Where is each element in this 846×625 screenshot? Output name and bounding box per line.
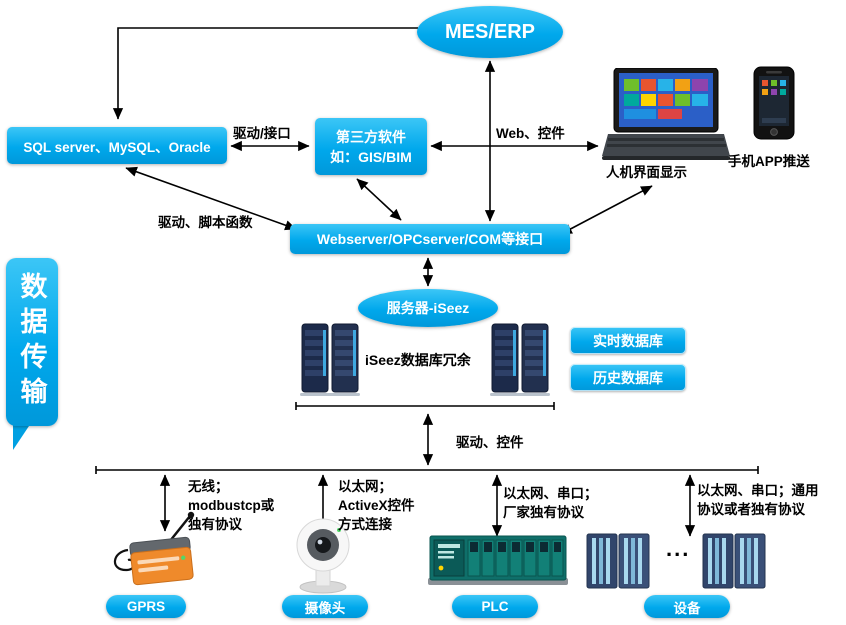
camera-line3: 方式连接 xyxy=(338,517,392,532)
wireless-line3: 独有协议 xyxy=(188,517,242,532)
tower-left-group xyxy=(300,323,360,396)
label-drive-interface: 驱动/接口 xyxy=(233,126,291,141)
wireless-line2: modbustcp或 xyxy=(188,498,275,513)
label-equipment-protocol: 以太网、串口；通用 协议或者独有协议 xyxy=(697,481,819,519)
server-iseez-label: 服务器-iSeez xyxy=(386,300,470,316)
label-web-control: Web、控件 xyxy=(496,126,565,141)
equipment-racks-icon xyxy=(586,533,766,589)
phone-icon xyxy=(753,66,795,140)
device-bus-line xyxy=(95,466,759,474)
node-server-iseez: 服务器-iSeez xyxy=(358,289,498,327)
banner-label: 数据传输 xyxy=(16,272,47,412)
camera-line1: 以太网； xyxy=(338,479,392,494)
webserver-label: Webserver/OPCserver/COM等接口 xyxy=(316,231,544,247)
edge-hmi-webserver xyxy=(560,185,653,235)
label-hmi-display: 人机界面显示 xyxy=(606,165,687,180)
equipment-pill-text: 设备 xyxy=(673,600,701,616)
tower-right-group xyxy=(490,323,550,396)
label-iseez-db-redundancy: iSeez数据库冗余 xyxy=(365,352,471,368)
label-phone-app-push: 手机APP推送 xyxy=(728,154,810,169)
gprs-device-icon xyxy=(113,511,195,586)
history-db-label: 历史数据库 xyxy=(593,369,663,386)
camera-icon xyxy=(296,518,350,594)
banner-data-transmission: 数据传输 xyxy=(6,258,58,426)
equipment-right-cluster xyxy=(702,533,766,589)
node-realtime-database: 实时数据库 xyxy=(570,327,686,354)
label-pill-gprs: GPRS xyxy=(106,595,186,618)
laptop-icon xyxy=(602,68,730,160)
mes-erp-label: MES/ERP xyxy=(444,20,536,43)
plc-icon xyxy=(428,535,568,585)
plc-pill-text: PLC xyxy=(481,599,509,614)
edge-thirdparty-webserver xyxy=(356,178,402,221)
camera-pill-text: 摄像头 xyxy=(304,600,346,616)
server-baseline xyxy=(295,402,555,410)
wireless-line1: 无线； xyxy=(188,479,229,494)
camera-line2: ActiveX控件 xyxy=(338,498,415,513)
third-party-line2: 如：GIS/BIM xyxy=(330,148,412,165)
plc-line1: 以太网、串口； xyxy=(503,486,598,501)
equip-line2: 协议或者独有协议 xyxy=(697,502,805,517)
node-mes-erp: MES/ERP xyxy=(417,6,563,58)
equipment-left-cluster xyxy=(586,533,650,589)
label-pill-camera: 摄像头 xyxy=(282,595,368,618)
label-drive-script: 驱动、脚本函数 xyxy=(158,215,253,230)
edge-mes-to-sql xyxy=(112,27,418,120)
realtime-db-label: 实时数据库 xyxy=(593,332,663,349)
third-party-line1: 第三方软件 xyxy=(336,128,406,145)
plc-line2: 厂家独有协议 xyxy=(503,505,584,520)
label-wireless-protocol: 无线； modbustcp或 独有协议 xyxy=(188,477,274,534)
node-history-database: 历史数据库 xyxy=(570,364,686,391)
gprs-pill-text: GPRS xyxy=(126,599,166,614)
server-towers-icon xyxy=(300,323,550,396)
sql-label: SQL server、MySQL、Oracle xyxy=(23,139,211,155)
edge-sql-webserver xyxy=(125,166,297,231)
banner-tail-shape xyxy=(13,420,33,450)
label-pill-equipment: 设备 xyxy=(644,595,730,618)
equipment-ellipsis: ... xyxy=(666,536,691,561)
label-camera-protocol: 以太网； ActiveX控件 方式连接 xyxy=(338,477,415,534)
node-webserver-interface: Webserver/OPCserver/COM等接口 xyxy=(290,224,570,254)
label-plc-protocol: 以太网、串口； 厂家独有协议 xyxy=(503,484,598,522)
node-sql-databases: SQL server、MySQL、Oracle xyxy=(7,127,227,164)
node-third-party-software: 第三方软件 如：GIS/BIM xyxy=(315,118,427,175)
label-pill-plc: PLC xyxy=(452,595,538,618)
equip-line1: 以太网、串口；通用 xyxy=(697,483,819,498)
label-drive-control: 驱动、控件 xyxy=(456,435,524,450)
